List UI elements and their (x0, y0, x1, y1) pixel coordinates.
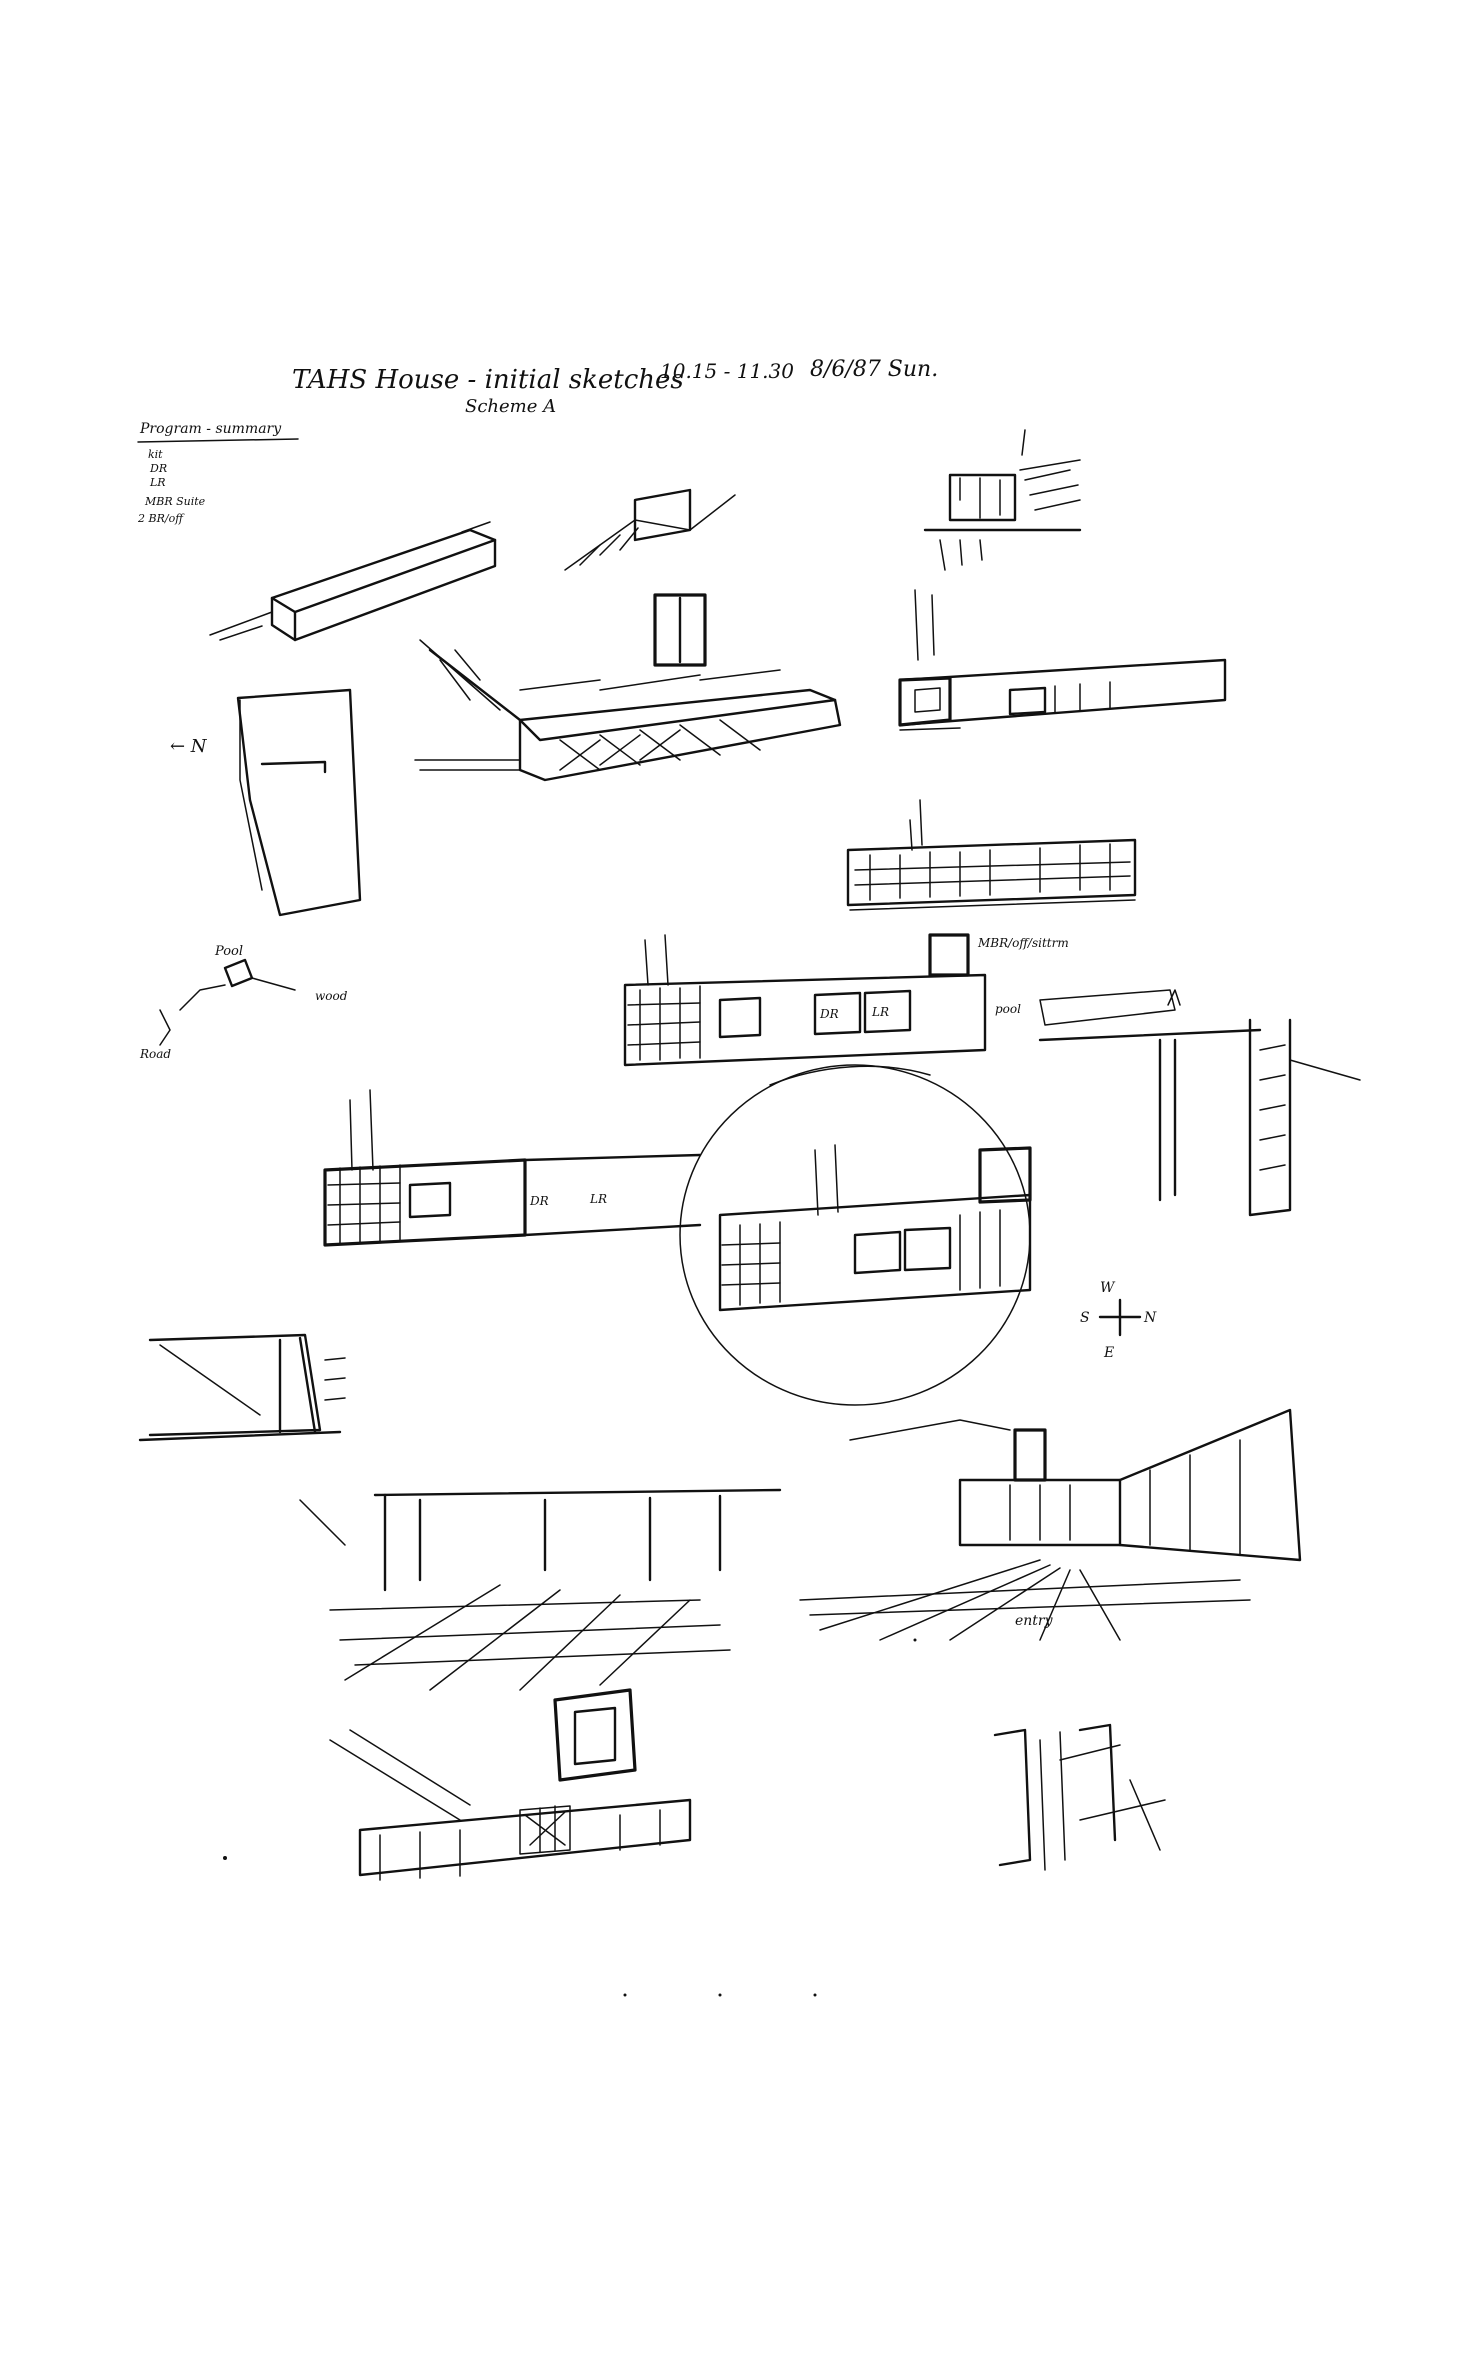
program-item: kit (148, 448, 163, 461)
compass-s: S (1080, 1310, 1090, 1326)
sketch-section-wall (138, 1333, 346, 1442)
plan-room-dr: DR (819, 1007, 839, 1021)
program-item: DR (149, 462, 167, 475)
mbr-label: MBR/off/sittrm (977, 936, 1069, 950)
sketch-section-box (923, 429, 1082, 571)
program-item: LR (149, 476, 166, 489)
sketch-elevation-strip (846, 799, 1137, 911)
stray-marks (223, 1638, 917, 1997)
left-plan-room: DR (529, 1194, 549, 1208)
program-heading: Program - summary (139, 421, 282, 437)
compass: W S N E (1080, 1280, 1157, 1361)
compass-w: W (1100, 1280, 1116, 1296)
sketch-aerial-perspective (414, 593, 842, 782)
program-summary: Program - summary kit DR LR MBR Suite 2 … (137, 421, 299, 525)
header: TAHS House - initial sketches 10.15 - 11… (292, 357, 938, 417)
sketch-site-block: ← N (170, 688, 362, 917)
sketch-section-right (1038, 989, 1361, 1217)
plan-room-lr: LR (871, 1005, 889, 1019)
compass-n: N (1143, 1310, 1157, 1326)
sketch-aerial-lower (329, 1688, 692, 1881)
sketch-interior-left (299, 1488, 782, 1691)
sketch-interior-right: entry (799, 1408, 1302, 1641)
north-arrow-label: ← N (170, 736, 208, 757)
wood-label: wood (315, 989, 348, 1003)
left-plan-room: LR (589, 1192, 607, 1206)
entry-label: entry (1015, 1613, 1054, 1629)
sheet-subtitle: Scheme A (465, 396, 556, 417)
sketch-circular-plan (679, 1064, 1032, 1406)
program-item: MBR Suite (144, 495, 206, 508)
road-label: Road (139, 1047, 171, 1061)
sketch-long-bar (209, 521, 497, 642)
pool-label: Pool (214, 944, 243, 959)
sketch-central-elevation: MBR/off/sittrm DR LR pool (623, 933, 1069, 1086)
sketch-corner-detail (993, 1723, 1166, 1871)
sheet-title: TAHS House - initial sketches (292, 365, 684, 395)
sketch-left-elevation: DR LR (323, 1089, 702, 1247)
sketch-plan-upper-right (898, 589, 1227, 731)
program-item: 2 BR/off (137, 512, 185, 525)
sketch-pool-road: Pool wood Road (139, 944, 348, 1061)
sketch-hillside-box (564, 488, 736, 571)
sheet-time: 10.15 - 11.30 (660, 359, 794, 383)
pool2-label: pool (995, 1002, 1021, 1016)
sheet-date: 8/6/87 Sun. (810, 357, 938, 382)
compass-e: E (1103, 1345, 1114, 1361)
